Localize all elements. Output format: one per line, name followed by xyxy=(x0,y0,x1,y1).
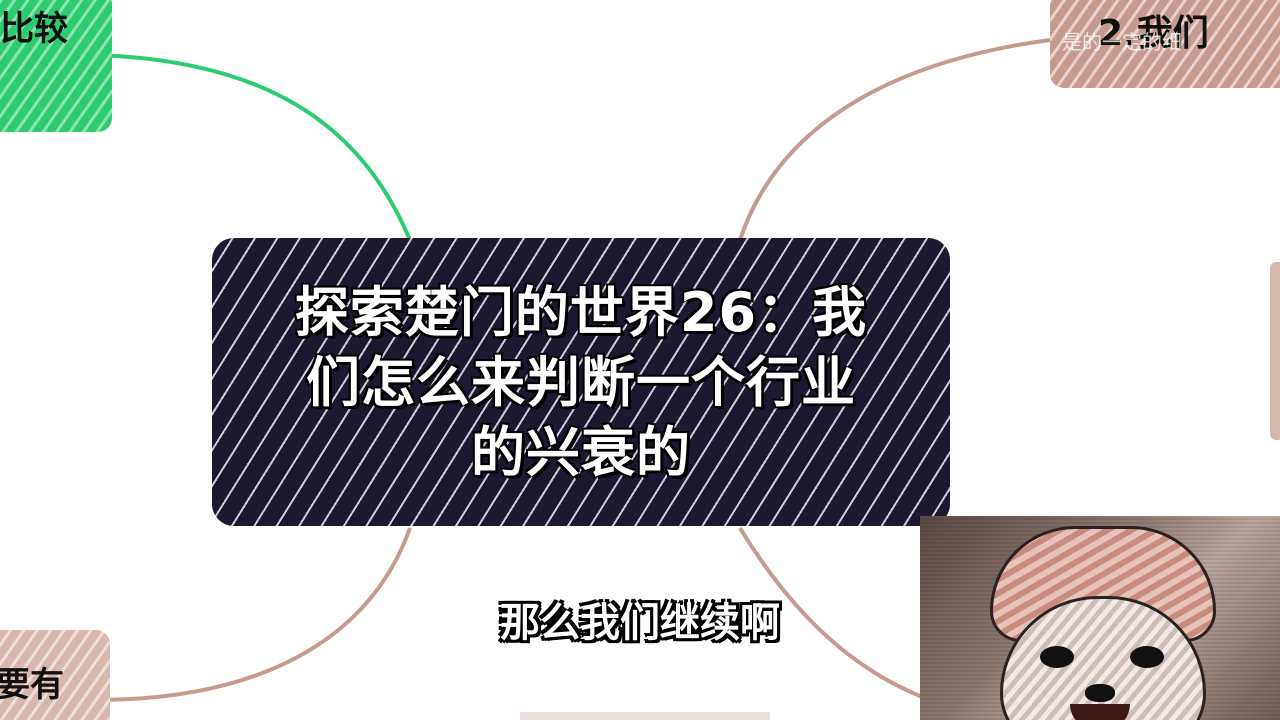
video-subtitle: 那么我们继续啊 xyxy=(500,600,780,646)
webcam-eye-left xyxy=(1040,646,1074,668)
connector-top-left xyxy=(94,53,412,241)
central-title-line-1: 探索楚门的世界26：我 xyxy=(294,281,868,344)
branch-node-bottom-left[interactable]: 要有 xyxy=(0,630,110,720)
central-title-line-2: 们怎么来判断一个行业 xyxy=(306,351,856,414)
branch-label-top-left: 比较 xyxy=(0,9,68,49)
webcam-nose xyxy=(1085,684,1115,702)
central-title-line-3: 的兴衰的 xyxy=(471,421,691,484)
central-topic-node[interactable]: 探索楚门的世界26：我 们怎么来判断一个行业 的兴衰的 xyxy=(212,238,950,526)
branch-node-top-right[interactable]: 是的一定的细 2.我们 xyxy=(1050,0,1280,88)
branch-label-top-right: 2.我们 xyxy=(1098,13,1209,54)
webcam-mouth xyxy=(1070,704,1130,720)
connector-bottom-left xyxy=(94,527,412,702)
webcam-overlay xyxy=(920,516,1280,720)
bottom-edge-node xyxy=(520,712,770,720)
branch-node-top-left[interactable]: 比较 xyxy=(0,0,112,132)
webcam-eye-right xyxy=(1130,646,1164,668)
branch-faded-text-top-right: 是的一定的细 xyxy=(1062,30,1182,54)
connector-bottom-right xyxy=(738,526,931,702)
branch-label-bottom-left: 要有 xyxy=(0,665,64,705)
connector-top-right xyxy=(738,38,1051,241)
branch-node-right-edge[interactable] xyxy=(1270,262,1280,440)
